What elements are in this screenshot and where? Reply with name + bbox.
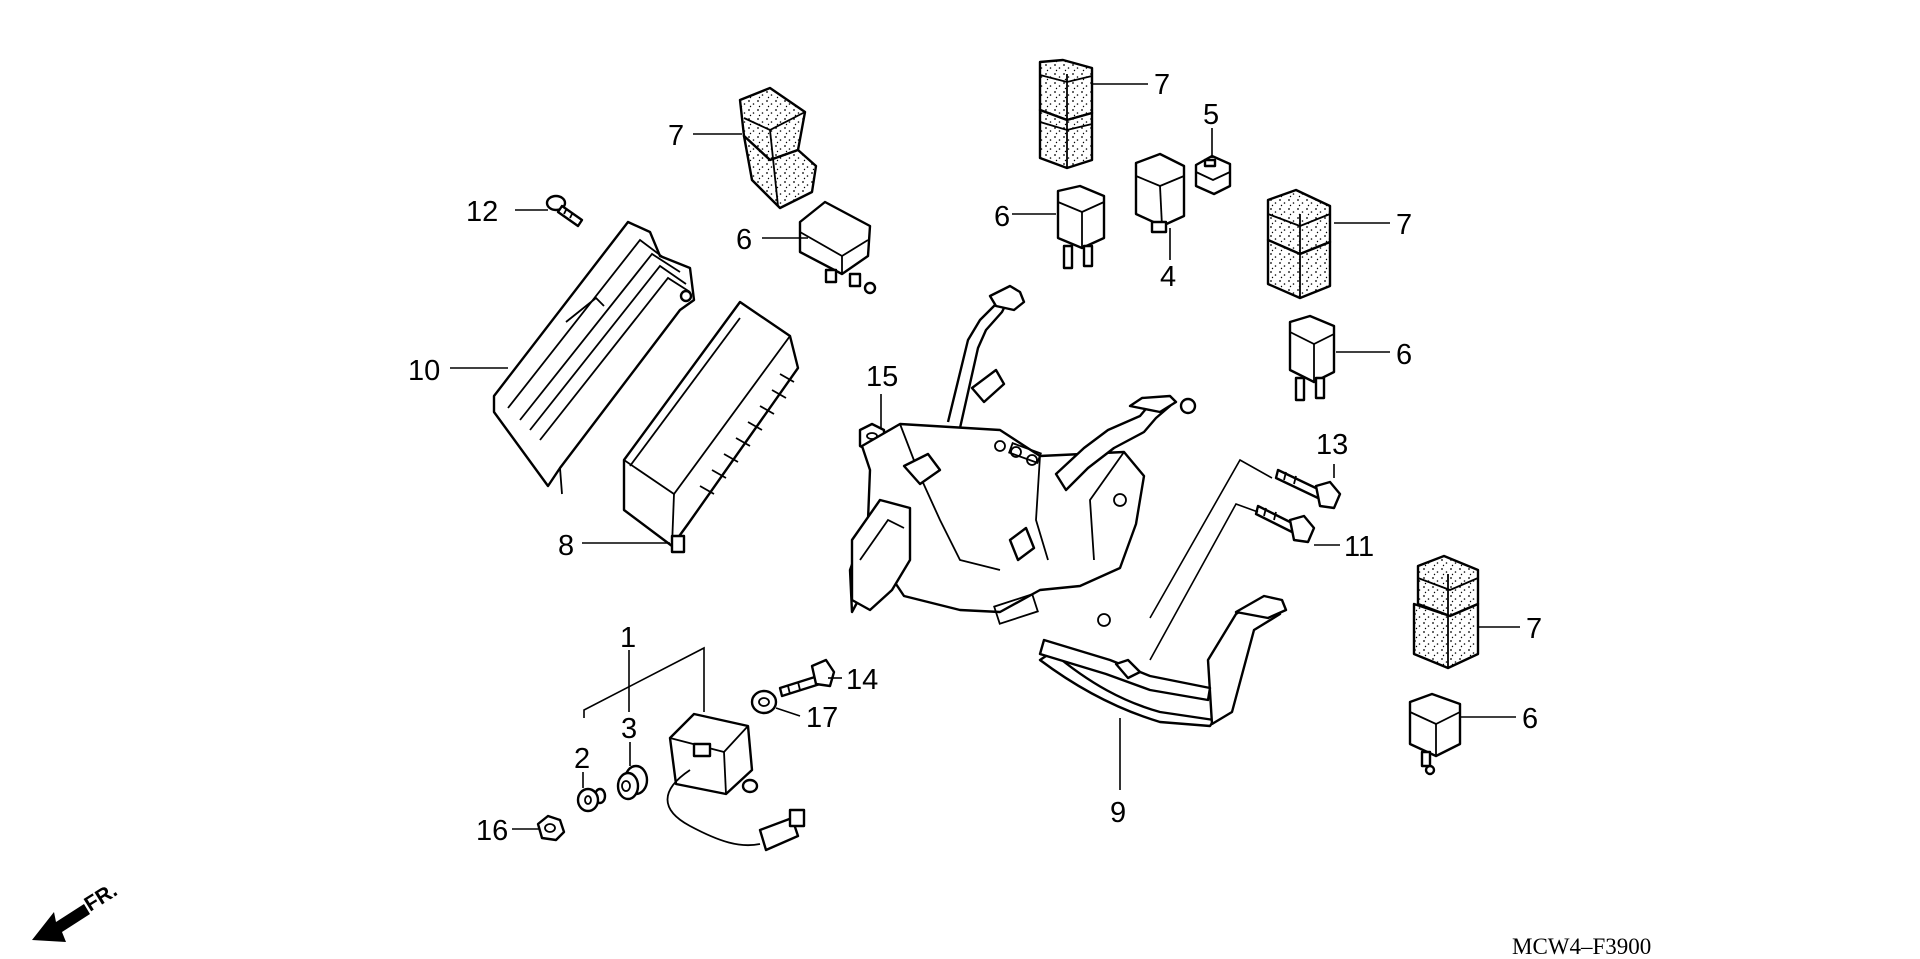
frame-bracket-part-9 (848, 284, 1288, 728)
callout-5: 5 (1203, 99, 1219, 131)
callout-6-right: 6 (1396, 339, 1412, 371)
bolt-part-13 (1274, 468, 1342, 510)
front-direction-arrow: FR. (32, 879, 121, 942)
unit-part-1 (666, 712, 806, 852)
callout-12: 12 (466, 196, 498, 228)
callout-14: 14 (846, 664, 878, 696)
bolt-part-14 (778, 658, 836, 698)
callout-7-lower-right: 7 (1526, 613, 1542, 645)
bolt-part-11 (1254, 504, 1316, 544)
callout-7-upper-center: 7 (1154, 69, 1170, 101)
callout-11: 11 (1344, 531, 1374, 563)
relay-part-6-lower-right (1408, 692, 1462, 776)
callout-3: 3 (621, 713, 637, 745)
bolt-part-12 (545, 194, 584, 228)
ecu-unit-part-8 (622, 300, 800, 554)
arrow-left-icon (32, 904, 90, 942)
washer-part-17 (750, 689, 778, 715)
relay-stack-upper-left (738, 86, 818, 210)
relay-part-6-right (1288, 314, 1336, 402)
relay-part-4 (1134, 152, 1186, 234)
callout-1: 1 (620, 622, 636, 654)
drawing-code: MCW4–F3900 (1512, 934, 1651, 959)
callout-8: 8 (558, 530, 574, 562)
relay-stack-lower-right (1412, 554, 1480, 670)
relay-part-6-center (1056, 184, 1106, 270)
relay-stack-upper-center (1038, 58, 1094, 170)
nut-part-16 (536, 814, 566, 842)
leader-lines (450, 83, 1520, 830)
callout-6-upper-left: 6 (736, 224, 752, 256)
callout-2: 2 (574, 743, 590, 775)
collar-part-2 (576, 787, 607, 813)
callout-6-lower-right: 6 (1522, 703, 1538, 735)
callout-16: 16 (476, 815, 508, 847)
callout-7-upper-left: 7 (668, 120, 684, 152)
callout-15: 15 (866, 361, 898, 393)
ecu-cover-part-10 (492, 220, 696, 495)
callout-13: 13 (1316, 429, 1348, 461)
relay-part-6-upper-left (798, 200, 877, 295)
callout-9: 9 (1110, 797, 1126, 829)
connector-part-5 (1194, 154, 1232, 196)
callout-6-center: 6 (994, 201, 1010, 233)
callout-4: 4 (1160, 261, 1176, 293)
callout-10: 10 (408, 355, 440, 387)
grommet-part-3 (616, 764, 649, 801)
callout-17: 17 (806, 702, 838, 734)
callout-7-upper-right: 7 (1396, 209, 1412, 241)
relay-stack-upper-right (1266, 188, 1332, 300)
